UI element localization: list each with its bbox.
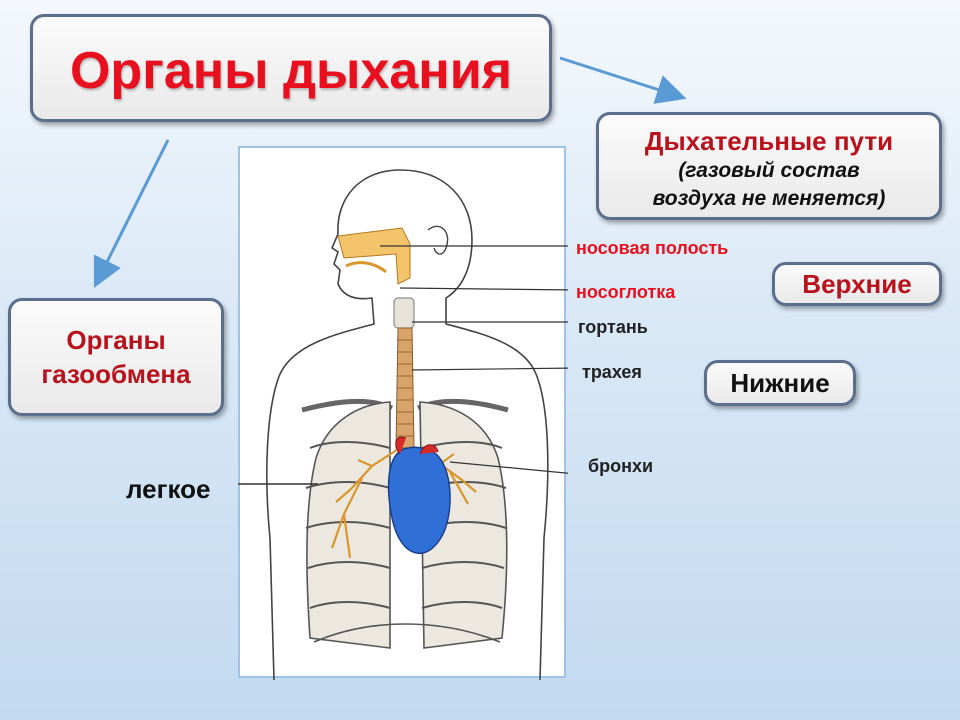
gas-exchange-box: Органы газообмена	[8, 298, 224, 416]
upper-airways-box: Верхние	[772, 262, 942, 306]
label-nasopharynx: носоглотка	[576, 282, 676, 302]
label-bronchi: бронхи	[588, 456, 654, 476]
gas-exchange-line1: Органы	[66, 325, 166, 355]
arrow-to-airways-icon	[559, 56, 687, 104]
label-larynx: гортань	[578, 317, 648, 337]
airways-heading: Дыхательные пути	[644, 126, 894, 156]
anatomy-drawing	[266, 169, 568, 680]
label-nasal-cavity: носовая полость	[576, 238, 729, 258]
upper-airways-label: Верхние	[802, 269, 912, 299]
label-trachea: трахея	[582, 362, 642, 382]
lower-airways-label: Нижние	[730, 368, 830, 398]
airways-note-line1: (газовый состав	[678, 159, 860, 182]
label-lung: легкое	[126, 474, 211, 504]
title-box: Органы дыхания	[30, 14, 552, 122]
airways-box: Дыхательные пути (газовый состав воздуха…	[596, 112, 942, 220]
page-title: Органы дыхания	[69, 42, 513, 100]
lower-airways-box: Нижние	[704, 360, 856, 406]
respiratory-system-illustration	[238, 146, 568, 680]
arrow-to-gas-exchange-icon	[93, 139, 170, 289]
airways-note-line2: воздуха не меняется)	[652, 187, 886, 210]
gas-exchange-line2: газообмена	[41, 359, 191, 389]
